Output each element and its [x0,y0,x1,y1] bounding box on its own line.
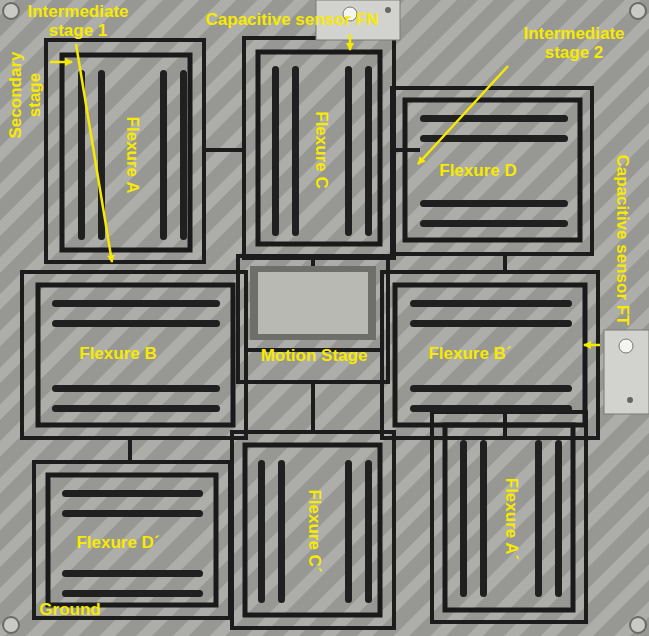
flexure-label: Flexure D´ [76,534,159,553]
part-label: Intermediate stage 1 [19,3,137,40]
part-label: Ground [39,601,100,620]
flexure-label: Flexure B [79,345,156,364]
flexure-label: Flexure A [123,117,142,194]
flexure-label: Flexure D [439,162,516,181]
part-label: Motion Stage [261,347,368,366]
part-label: Intermediate stage 2 [515,25,633,62]
flexure-label: Flexure A´ [502,478,521,561]
sensor-label: Capacitive sensor FN [206,11,379,30]
sensor-label: Capacitive sensor FT [613,154,632,325]
flexure-label: Flexure C´ [305,489,324,572]
flexure-label: Flexure B´ [428,345,511,364]
part-label: Secondary stage [7,45,44,145]
flexure-label: Flexure C [312,111,331,188]
